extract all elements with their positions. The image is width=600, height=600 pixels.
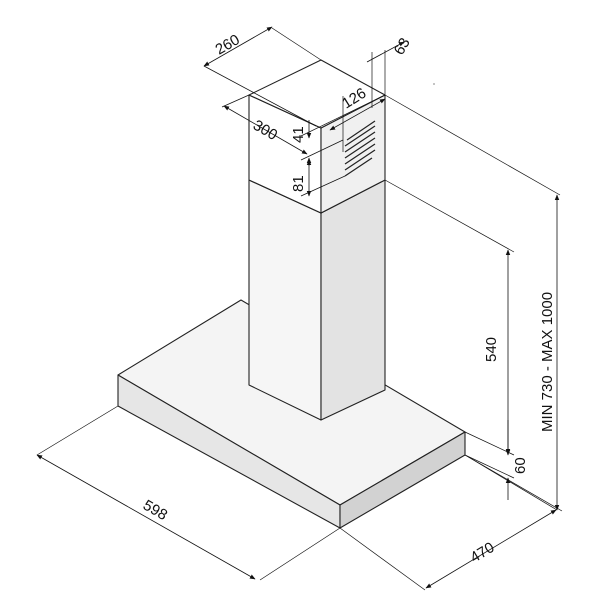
dimension-total-height-label: MIN 730 - MAX 1000 (539, 292, 556, 432)
reference-dot (433, 83, 435, 85)
dimension-chimney-lower: 540 (385, 180, 514, 455)
chimney-front-face (249, 180, 321, 420)
dimension-canopy-height: 60 (465, 420, 529, 500)
dimension-vent-height: 81 (290, 159, 345, 197)
dimension-total-height: MIN 730 - MAX 1000 (385, 95, 562, 511)
dimension-vent-top: 41 (290, 95, 385, 166)
chimney (249, 60, 385, 420)
dimension-width-label: 598 (140, 497, 170, 524)
dimension-vent-height-label: 81 (290, 175, 307, 192)
dimension-depth-label: 470 (467, 539, 497, 566)
dimension-canopy-height-label: 60 (512, 457, 529, 474)
dimension-vent-offset: 63 (367, 35, 414, 108)
chimney-side-face (321, 180, 385, 420)
dimension-vent-offset-label: 63 (391, 35, 414, 58)
dimension-chimney-lower-label: 540 (483, 337, 500, 362)
dimension-chimney-width-label: 260 (213, 31, 243, 58)
dimension-vent-top-label: 41 (290, 126, 307, 143)
